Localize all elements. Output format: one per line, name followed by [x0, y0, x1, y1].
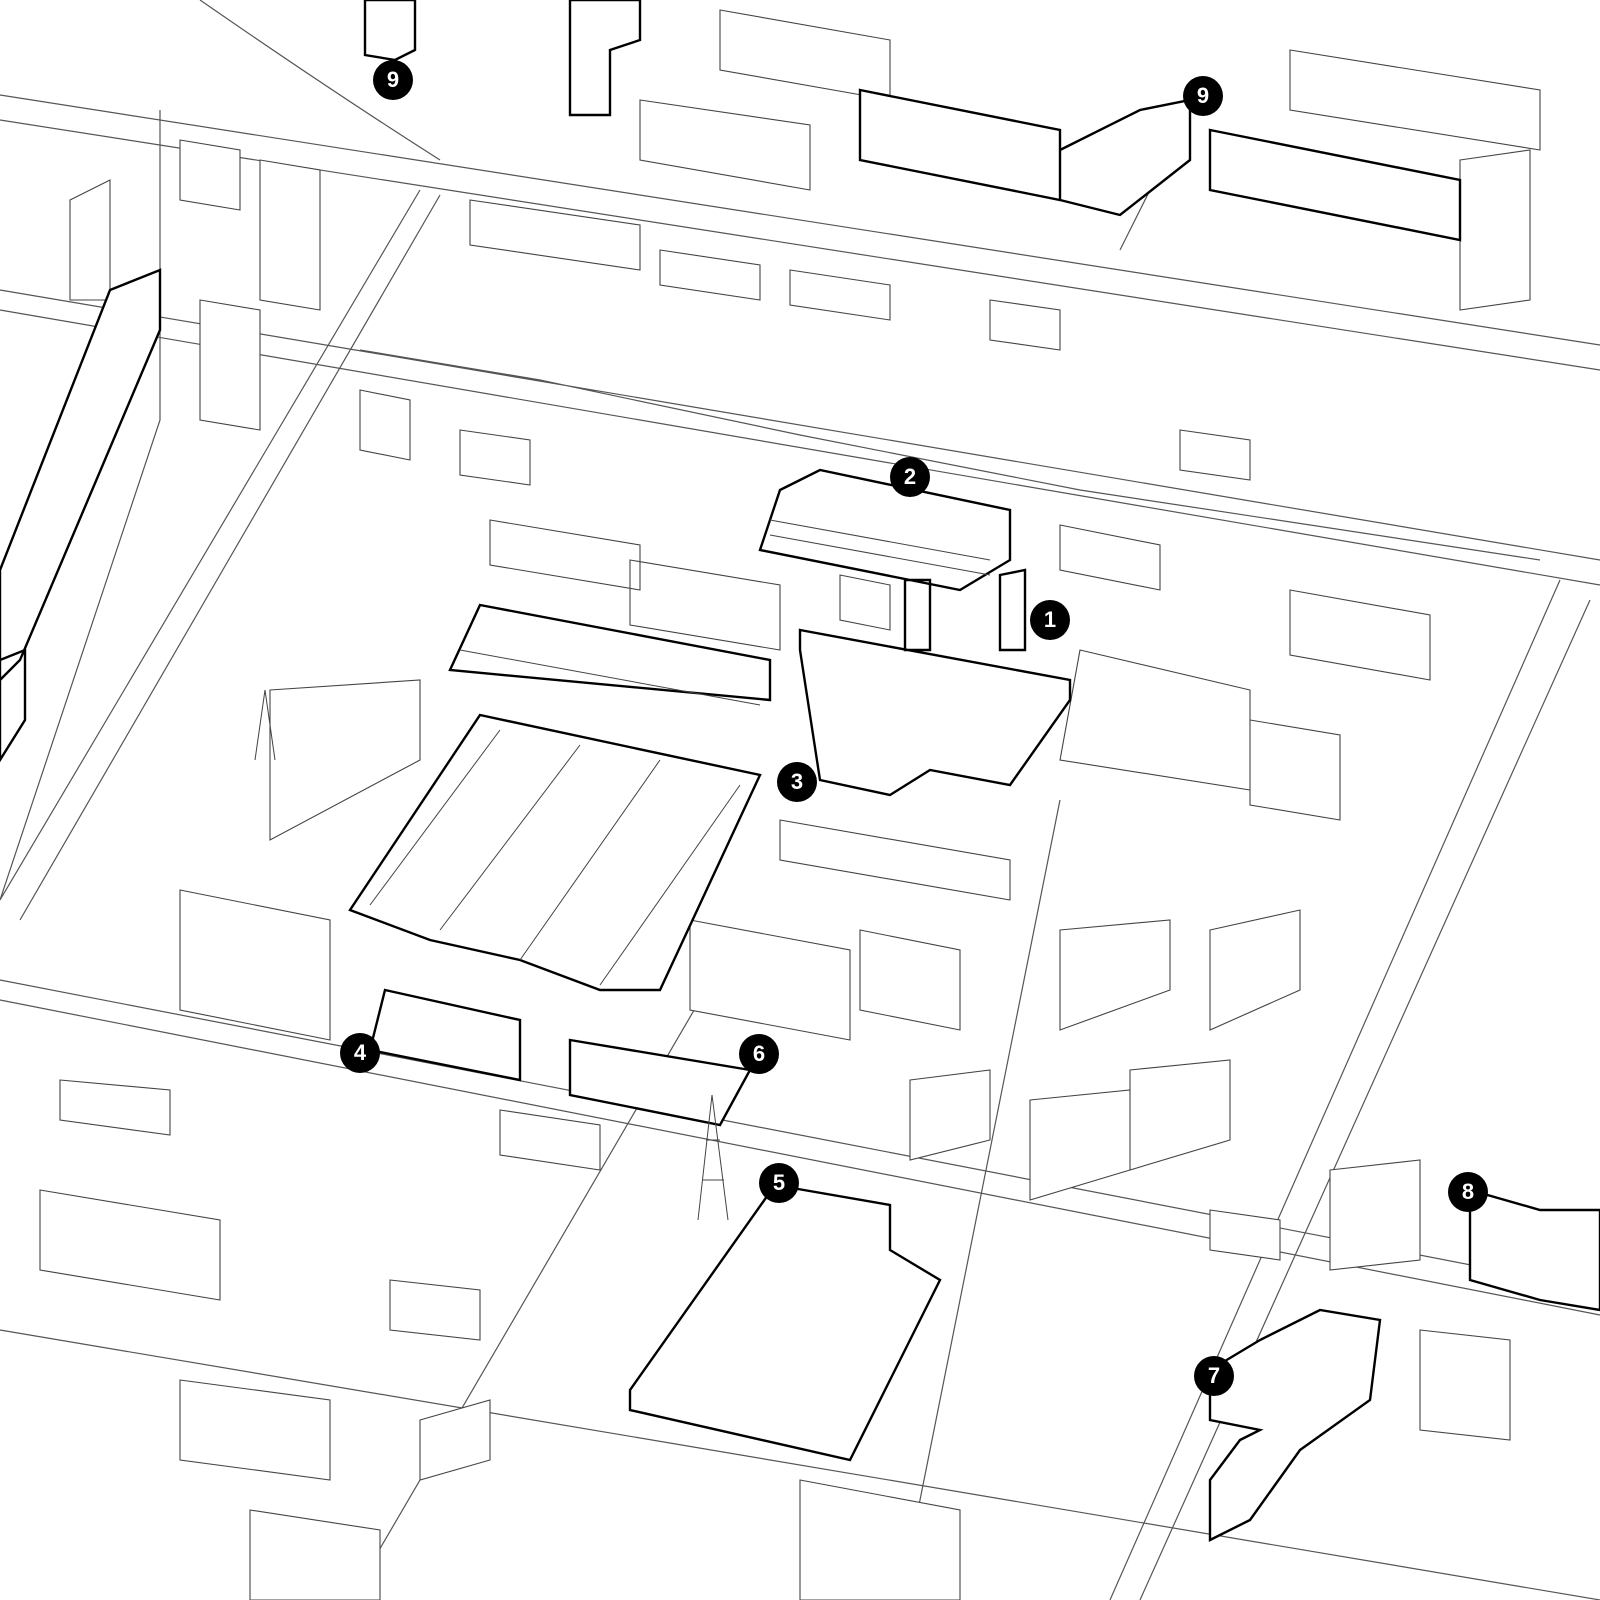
- buildings-central: [179, 389, 1431, 1041]
- map-marker-m9a[interactable]: 9: [373, 60, 413, 100]
- highlighted-buildings: [0, 0, 1600, 1542]
- map-marker-m1[interactable]: 1: [1030, 600, 1070, 640]
- marker-label: 8: [1461, 1179, 1475, 1204]
- buildings-south: [39, 909, 1511, 1600]
- map-marker-m7[interactable]: 7: [1194, 1356, 1234, 1396]
- marker-label: 5: [772, 1170, 786, 1195]
- marker-label: 6: [752, 1041, 766, 1066]
- marker-label: 9: [386, 67, 400, 92]
- map-marker-m3[interactable]: 3: [777, 762, 817, 802]
- map-marker-m5[interactable]: 5: [759, 1163, 799, 1203]
- marker-label: 4: [353, 1040, 367, 1065]
- marker-label: 3: [790, 769, 804, 794]
- transmission-tower-icon: [254, 689, 729, 1221]
- map-marker-m6[interactable]: 6: [739, 1034, 779, 1074]
- map-marker-m9b[interactable]: 9: [1183, 76, 1223, 116]
- roof-details: [369, 519, 991, 986]
- marker-label: 2: [903, 464, 917, 489]
- map-marker-m2[interactable]: 2: [890, 457, 930, 497]
- marker-label: 9: [1196, 83, 1210, 108]
- map-marker-m4[interactable]: 4: [340, 1033, 380, 1073]
- marker-label: 1: [1043, 607, 1057, 632]
- marker-label: 7: [1207, 1363, 1221, 1388]
- map-marker-m8[interactable]: 8: [1448, 1172, 1488, 1212]
